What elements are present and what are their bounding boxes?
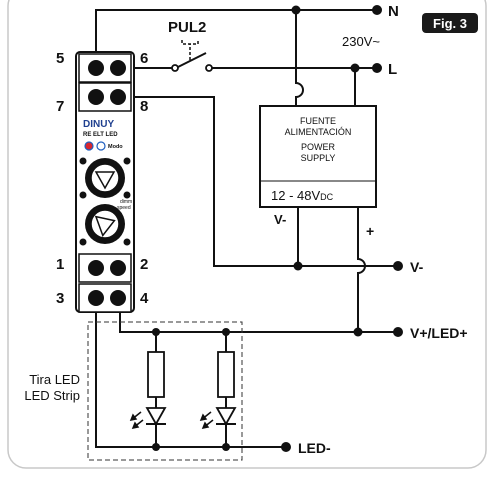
neutral-terminal-dot xyxy=(372,5,382,15)
knob-2[interactable] xyxy=(79,204,131,246)
figure-badge: Fig. 3 xyxy=(422,13,478,33)
figure-badge-text: Fig. 3 xyxy=(433,16,467,31)
switch-actuator xyxy=(181,40,199,60)
terminal-6-label: 6 xyxy=(140,50,148,67)
junction-dot xyxy=(152,443,160,451)
junction-dot xyxy=(222,443,230,451)
terminal-screw xyxy=(110,89,126,105)
knob-button-right xyxy=(123,191,131,199)
led-strip xyxy=(87,321,243,461)
mode-led-red xyxy=(84,141,94,151)
switch-label: PUL2 xyxy=(168,19,206,36)
junction-dot xyxy=(350,63,360,73)
terminal-screw xyxy=(88,60,104,76)
psu-output-voltage: 12 - 48VDC xyxy=(271,188,334,203)
figure-badge-bg xyxy=(422,13,478,33)
led-diode-2-icon xyxy=(215,407,237,426)
led-diode-1-icon xyxy=(145,407,167,426)
terminal-screw xyxy=(110,290,126,306)
vplus-bus-wire xyxy=(119,312,396,333)
device-brand: DINUY xyxy=(83,119,114,130)
knob-button-left xyxy=(79,191,87,199)
knob-button-left xyxy=(79,157,87,165)
vplus-led-output-label: V+/LED+ xyxy=(410,325,468,341)
terminal-4-label: 4 xyxy=(140,290,149,307)
led-strip-outline xyxy=(87,321,243,461)
resistor-1 xyxy=(147,351,165,398)
knob-1[interactable] xyxy=(79,157,131,199)
power-supply: FUENTE ALIMENTACIÓN POWER SUPPLY 12 - 48… xyxy=(259,105,377,239)
knob-2-label-b: speed xyxy=(117,205,131,211)
led-minus-output-label: LED- xyxy=(298,440,331,456)
neutral-label: N xyxy=(388,3,399,20)
terminal-endpoints xyxy=(281,5,403,452)
terminal-8-label: 8 xyxy=(140,98,148,115)
led-strip-label-es: Tira LED xyxy=(29,372,80,387)
led-minus-bus-wire xyxy=(95,312,284,448)
terminal-2-label: 2 xyxy=(140,256,148,273)
neutral-to-psu-wire xyxy=(295,10,304,106)
knob-face xyxy=(90,163,120,193)
terminal-screw xyxy=(110,60,126,76)
junction-dot xyxy=(291,5,301,15)
psu-line-2: ALIMENTACIÓN xyxy=(285,127,352,137)
terminal-block-1-2 xyxy=(78,253,132,283)
psu-negative-label: V- xyxy=(274,212,286,227)
knob-2-label-a: dimm xyxy=(120,199,132,205)
junction-dot xyxy=(152,328,160,336)
psu-line-3: POWER xyxy=(301,142,336,152)
terminal-3-label: 3 xyxy=(56,290,64,307)
switch-contact-right xyxy=(205,64,213,72)
push-switch: PUL2 xyxy=(168,19,213,72)
led-minus-terminal-dot xyxy=(281,442,291,452)
junction-dot xyxy=(353,327,363,337)
terminal-block-5-6 xyxy=(78,53,132,83)
terminal-screw xyxy=(88,290,104,306)
mains-voltage-label: 230V~ xyxy=(342,34,380,49)
device-model: RE ELT LED xyxy=(83,132,118,138)
light-emission-1-icon xyxy=(129,411,144,430)
light-emission-2-icon xyxy=(199,411,214,430)
knob-triangle-icon xyxy=(94,215,116,237)
psu-line-4: SUPPLY xyxy=(301,153,336,163)
knob-button-right xyxy=(123,238,131,246)
frame-border xyxy=(7,0,487,469)
junction-dots xyxy=(152,5,363,451)
terminal-7-label: 7 xyxy=(56,98,64,115)
mode-label: Modo xyxy=(108,144,123,150)
terminal-screw xyxy=(110,260,126,276)
terminal-5-label: 5 xyxy=(56,50,64,67)
vminus-output-label: V- xyxy=(410,259,424,275)
knob-triangle-icon xyxy=(94,171,116,190)
knob-button-left xyxy=(79,238,87,246)
terminal-screw xyxy=(88,89,104,105)
led-strip-label-en: LED Strip xyxy=(24,388,80,403)
junction-dot xyxy=(293,261,303,271)
terminal-1-label: 1 xyxy=(56,256,64,273)
knob-button-right xyxy=(123,157,131,165)
junction-dot xyxy=(222,328,230,336)
resistor-2 xyxy=(217,351,235,398)
dimmer-device: DINUY RE ELT LED Modo dimm speed xyxy=(75,51,135,313)
psu-positive-label: + xyxy=(366,223,374,239)
terminal-screw xyxy=(88,260,104,276)
psu-line-1: FUENTE xyxy=(300,116,336,126)
switch-lever xyxy=(177,52,207,68)
mode-led-blue xyxy=(96,141,106,151)
live-label: L xyxy=(388,61,397,78)
power-supply-box xyxy=(259,105,377,208)
live-terminal-dot xyxy=(372,63,382,73)
vminus-terminal-dot xyxy=(393,261,403,271)
t8-to-vminus-wire xyxy=(130,96,396,267)
switch-contact-left xyxy=(171,64,179,72)
vplus-terminal-dot xyxy=(393,327,403,337)
neutral-wire xyxy=(95,9,376,52)
psu-pos-wire xyxy=(357,207,366,332)
